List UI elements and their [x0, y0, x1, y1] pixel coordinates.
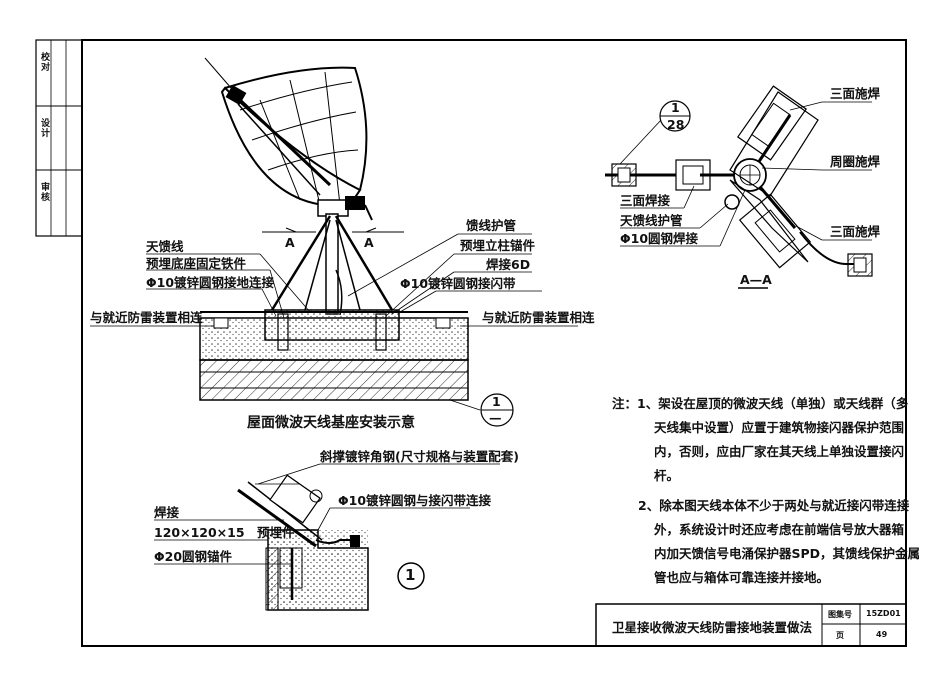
section-mark-a-left: A: [285, 235, 295, 250]
title-block: [595, 603, 907, 647]
label-three-side-weld-2: 三面施焊: [830, 224, 881, 239]
label-round-steel-ground: Φ10镀锌圆钢接地连接: [146, 275, 275, 290]
label-aa: A—A: [740, 272, 772, 287]
label-round-strap-connect: Φ10镀锌圆钢与接闪带连接: [338, 493, 492, 508]
side-strip-design: 设计: [39, 118, 49, 138]
label-three-side-weld-3: 三面焊接: [620, 193, 671, 208]
label-three-side-weld-1: 三面施焊: [830, 86, 881, 101]
label-weld-detail: 焊接: [154, 505, 180, 520]
label-embedded-base-iron: 预埋底座固定铁件: [146, 256, 247, 271]
page-label: 页: [836, 631, 844, 640]
label-feed-tube-2: 天馈线护管: [620, 213, 683, 228]
note-line-2: 天线集中设置）应置于建筑物接闪器保护范围: [654, 420, 905, 435]
callout-bottom-bottom: —: [489, 410, 502, 425]
note-line-1: 注：1、架设在屋顶的微波天线（单独）或天线群（多: [612, 396, 909, 411]
atlas-number: 15ZD01: [866, 609, 901, 618]
side-strip-review: 审核: [39, 182, 49, 202]
sheet-frame: [81, 39, 907, 647]
note-line-7: 内加天馈信号电涌保护器SPD，其馈线保护金属: [654, 546, 921, 561]
label-round-weld: Φ10圆钢焊接: [620, 231, 699, 246]
label-perimeter-weld: 周圈施焊: [830, 154, 881, 169]
section-mark-a-right: A: [364, 235, 374, 250]
label-embedded-part: 120×120×15 预埋件: [154, 525, 295, 540]
note-line-4: 杆。: [654, 468, 680, 483]
label-embedded-anchor: 预埋立柱锚件: [460, 238, 536, 253]
callout-bottom-number: 28: [667, 117, 685, 132]
callout-top-number: 1: [671, 100, 680, 115]
label-anchor-20: Φ20圆钢锚件: [154, 549, 233, 564]
callout-bottom-top: 1: [492, 394, 501, 409]
antenna-base-diagram: [90, 57, 578, 427]
side-strip-check: 校对: [39, 52, 49, 72]
label-weld-6d: 焊接6D: [486, 257, 531, 272]
section-aa-plan: [605, 85, 873, 289]
left-strip: [35, 39, 83, 237]
note-line-5: 2、除本图天线本体不少于两处与就近接闪带连接: [638, 498, 910, 513]
title-block-title: 卫星接收微波天线防雷接地装置做法: [612, 620, 813, 635]
label-connect-left: 与就近防雷装置相连: [90, 310, 203, 325]
label-connect-right: 与就近防雷装置相连: [482, 310, 595, 325]
label-feed-protect-tube: 馈线护管: [466, 218, 517, 233]
note-line-6: 外，系统设计时还应考虑在前端信号放大器箱: [654, 522, 905, 537]
page-number: 49: [876, 630, 888, 639]
detail-number: 1: [405, 566, 416, 584]
label-antenna-feed: 天馈线: [146, 239, 184, 254]
note-line-8: 管也应与箱体可靠连接并接地。: [654, 570, 830, 585]
detail-1-diagram: [154, 463, 500, 611]
label-angle-steel: 斜撑镀锌角钢(尺寸规格与装置配套): [320, 449, 519, 464]
atlas-label: 图集号: [828, 610, 852, 619]
note-line-3: 内，否则，应由厂家在其天线上单独设置接闪: [654, 444, 905, 459]
label-round-steel-strap: Φ10镀锌圆钢接闪带: [400, 276, 516, 291]
base-caption: 屋面微波天线基座安装示意: [247, 415, 415, 431]
